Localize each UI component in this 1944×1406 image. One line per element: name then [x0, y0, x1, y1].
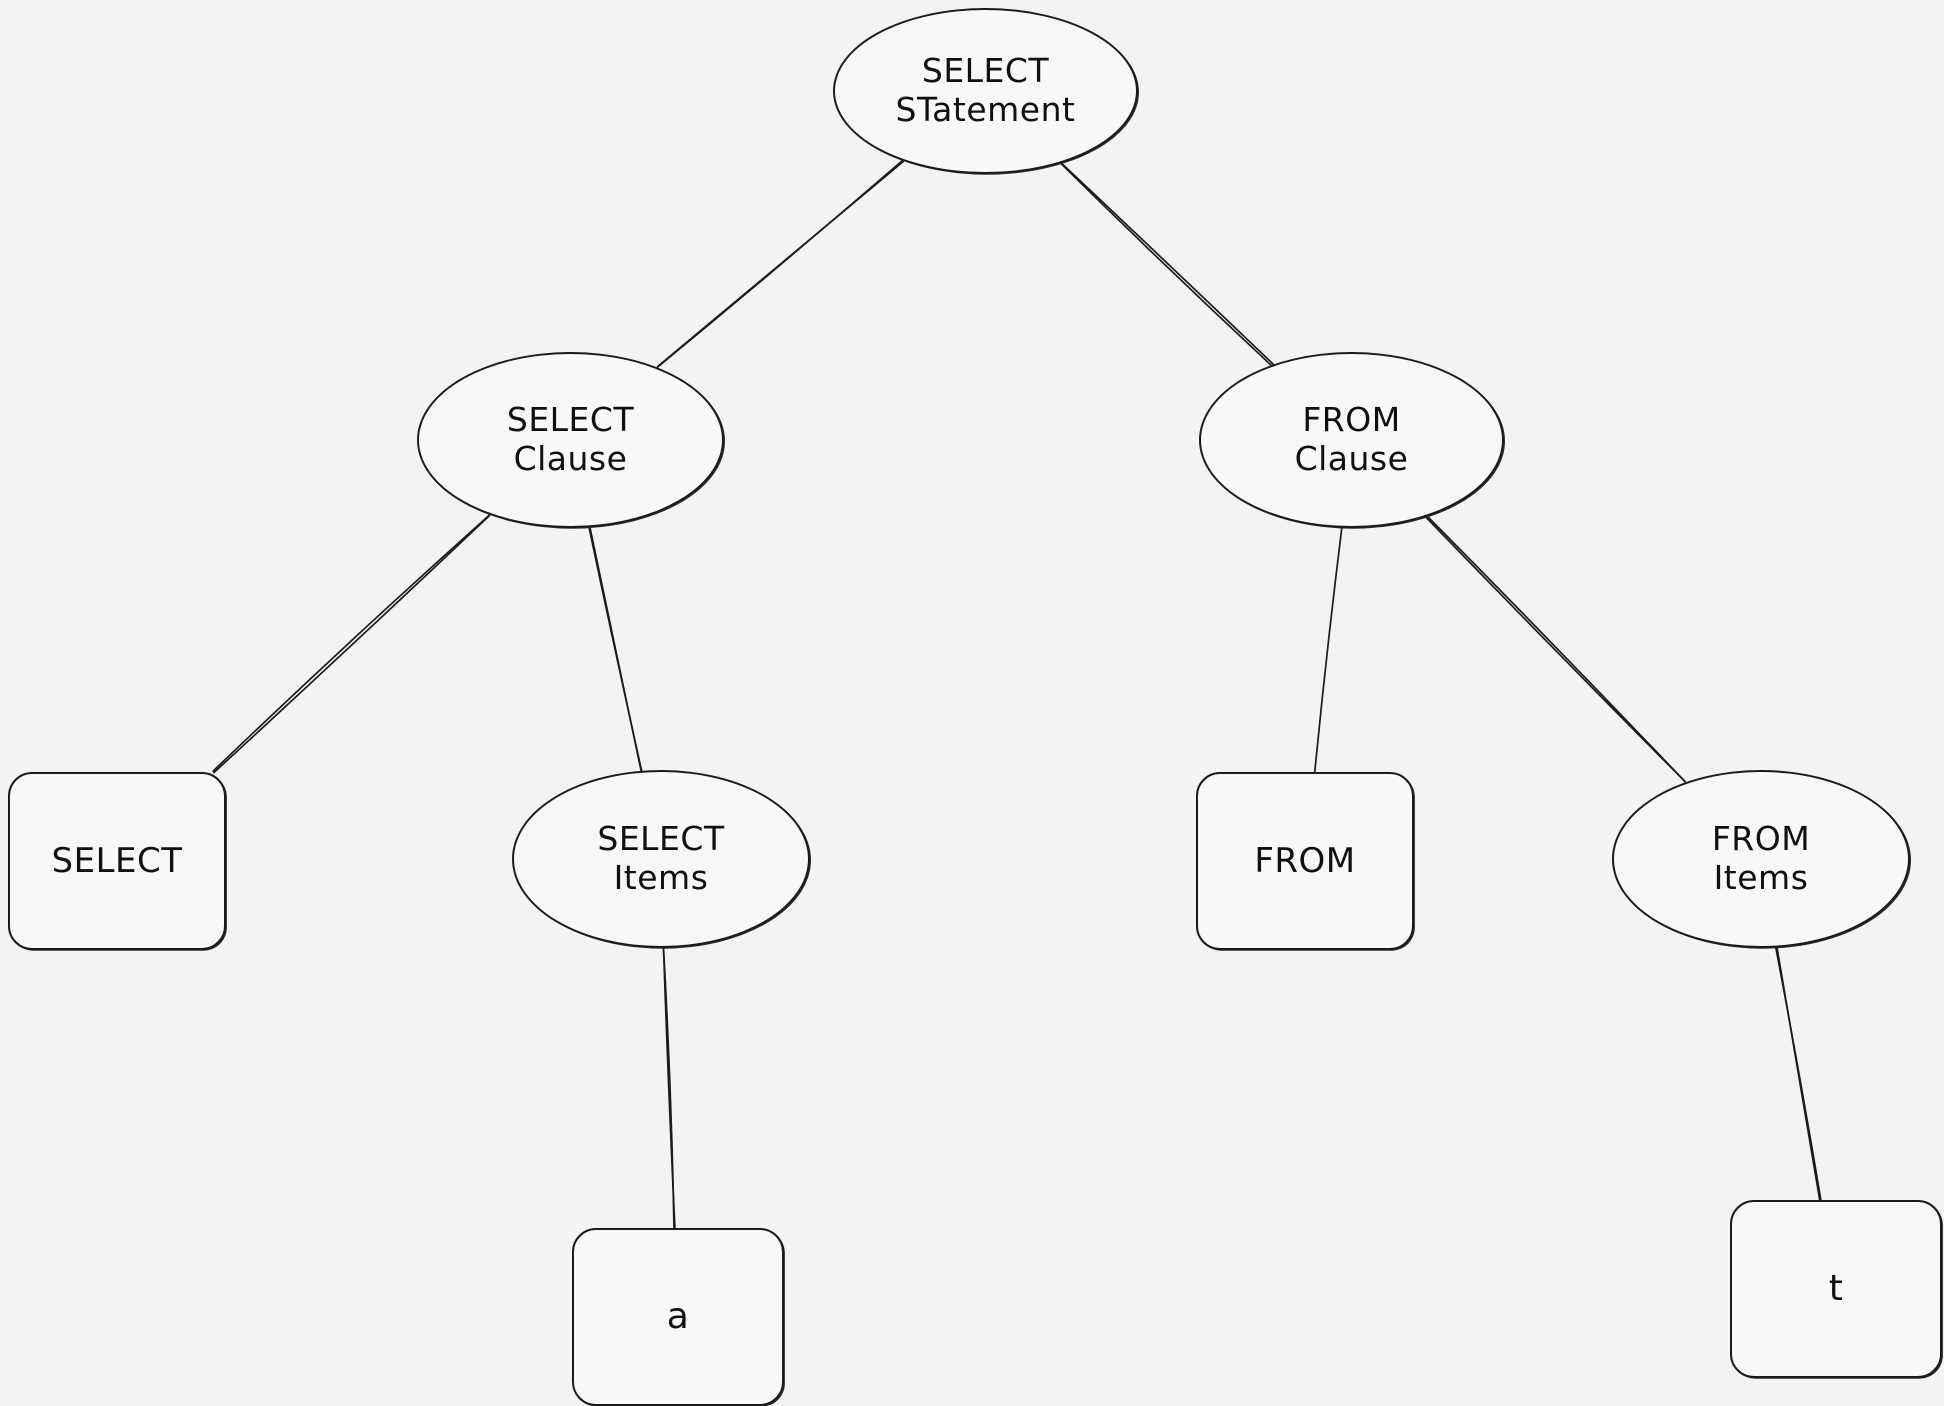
node-token-t[interactable]: t — [1730, 1200, 1942, 1378]
node-label-token-t: t — [1828, 1267, 1844, 1309]
node-label-from-clause: FROM Clause — [1294, 400, 1409, 478]
edge-from-clause-to-from-items — [1425, 515, 1686, 783]
edge-from-items-to-token-t — [1774, 946, 1822, 1201]
node-from-items[interactable]: FROM Items — [1612, 770, 1910, 948]
node-label-from-items: FROM Items — [1711, 819, 1811, 897]
node-select-clause[interactable]: SELECT Clause — [417, 352, 724, 528]
node-label-select-clause: SELECT Clause — [506, 400, 635, 478]
edge-from-clause-to-from-terminal — [1313, 527, 1343, 774]
node-select-statement[interactable]: SELECT STatement — [833, 8, 1138, 174]
node-token-a[interactable]: a — [572, 1228, 784, 1406]
node-select-items[interactable]: SELECT Items — [512, 770, 810, 948]
node-from-clause[interactable]: FROM Clause — [1199, 352, 1504, 528]
edge-select-items-to-token-a — [662, 946, 676, 1230]
node-label-from-terminal: FROM — [1254, 840, 1356, 881]
node-label-select-items: SELECT Items — [597, 819, 725, 897]
edge-select-clause-to-select-terminal — [212, 513, 492, 774]
edge-select-clause-to-select-items — [588, 526, 643, 773]
node-label-token-a: a — [666, 1295, 690, 1337]
edge-root-to-select-clause — [656, 159, 905, 369]
edge-root-to-from-clause — [1059, 161, 1275, 367]
node-select-terminal[interactable]: SELECT — [8, 772, 226, 950]
node-label-select-terminal: SELECT — [51, 840, 183, 881]
node-from-terminal[interactable]: FROM — [1196, 772, 1414, 950]
node-label-select-statement: SELECT STatement — [895, 51, 1076, 129]
